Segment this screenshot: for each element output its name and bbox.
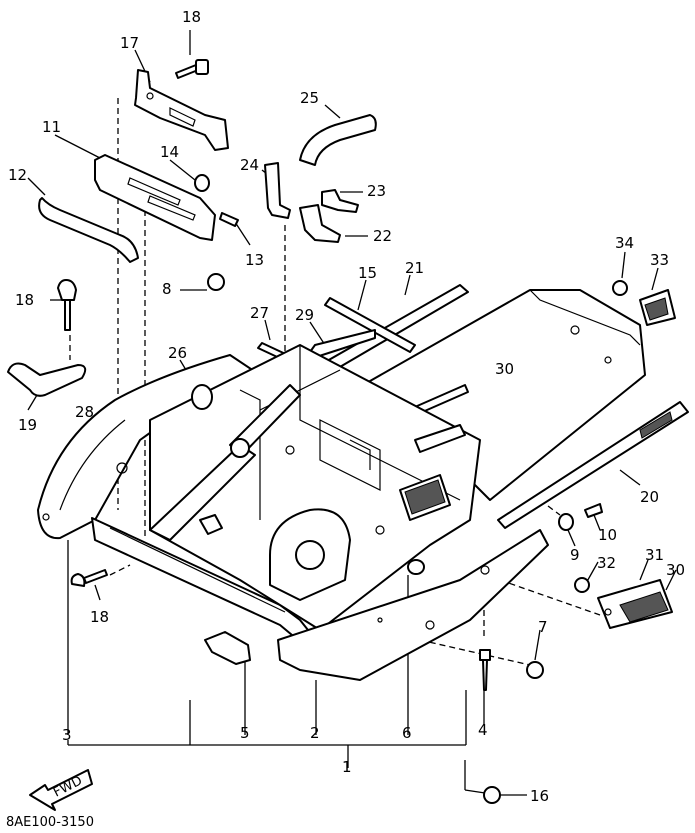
callout-33: 33 bbox=[650, 251, 669, 269]
callout-18-lower: 18 bbox=[90, 608, 109, 626]
callout-18: 18 bbox=[182, 8, 201, 26]
callout-30-bottom: 30 bbox=[666, 561, 685, 579]
callout-labels: 18 17 11 14 12 13 24 25 23 22 8 18 15 21… bbox=[8, 8, 685, 805]
callout-2: 2 bbox=[310, 724, 320, 742]
callout-10: 10 bbox=[598, 526, 617, 544]
callout-28: 28 bbox=[75, 403, 94, 421]
callout-24: 24 bbox=[240, 156, 259, 174]
callout-25: 25 bbox=[300, 89, 319, 107]
callout-12: 12 bbox=[8, 166, 27, 184]
bracket-22 bbox=[299, 204, 341, 243]
bolt-18-left bbox=[57, 279, 77, 331]
callout-17: 17 bbox=[120, 34, 139, 52]
frame-body bbox=[37, 289, 689, 804]
callout-26: 26 bbox=[168, 344, 187, 362]
callout-13: 13 bbox=[245, 251, 264, 269]
bracket-17 bbox=[134, 69, 229, 151]
callout-19: 19 bbox=[18, 416, 37, 434]
callout-16: 16 bbox=[530, 787, 549, 805]
rail-12 bbox=[38, 197, 139, 263]
callout-23: 23 bbox=[367, 182, 386, 200]
callout-15: 15 bbox=[358, 264, 377, 282]
plate-13 bbox=[219, 212, 239, 227]
nut-8 bbox=[207, 273, 225, 291]
callout-6: 6 bbox=[402, 724, 412, 742]
bracket-23 bbox=[321, 189, 359, 213]
callout-20: 20 bbox=[640, 488, 659, 506]
callout-4: 4 bbox=[478, 721, 488, 739]
seat-support-19 bbox=[7, 362, 87, 397]
drawing-code: 8AE100-3150 bbox=[6, 815, 94, 830]
callout-5: 5 bbox=[240, 724, 250, 742]
bolt-18-top bbox=[175, 59, 209, 79]
callout-21: 21 bbox=[405, 259, 424, 277]
fwd-arrow-icon: FWD bbox=[29, 769, 93, 811]
reflector-33 bbox=[639, 289, 676, 326]
callout-31: 31 bbox=[645, 546, 664, 564]
callout-18-left: 18 bbox=[15, 291, 34, 309]
callout-14: 14 bbox=[160, 143, 179, 161]
cap-34 bbox=[612, 280, 628, 296]
callout-11: 11 bbox=[42, 118, 61, 136]
callout-3: 3 bbox=[62, 726, 72, 744]
callout-22: 22 bbox=[373, 227, 392, 245]
bracket-11 bbox=[94, 154, 216, 241]
rod-24 bbox=[264, 162, 291, 219]
callout-32: 32 bbox=[597, 554, 616, 572]
collar-14 bbox=[194, 174, 210, 192]
callout-1: 1 bbox=[342, 758, 352, 776]
callout-29: 29 bbox=[295, 306, 314, 324]
bar-15 bbox=[324, 297, 416, 353]
grip-25 bbox=[299, 114, 377, 166]
callout-34: 34 bbox=[615, 234, 634, 252]
callout-9: 9 bbox=[570, 546, 580, 564]
callout-30-top: 30 bbox=[495, 360, 514, 378]
callout-27: 27 bbox=[250, 304, 269, 322]
callout-7: 7 bbox=[538, 618, 548, 636]
callout-8: 8 bbox=[162, 280, 172, 298]
